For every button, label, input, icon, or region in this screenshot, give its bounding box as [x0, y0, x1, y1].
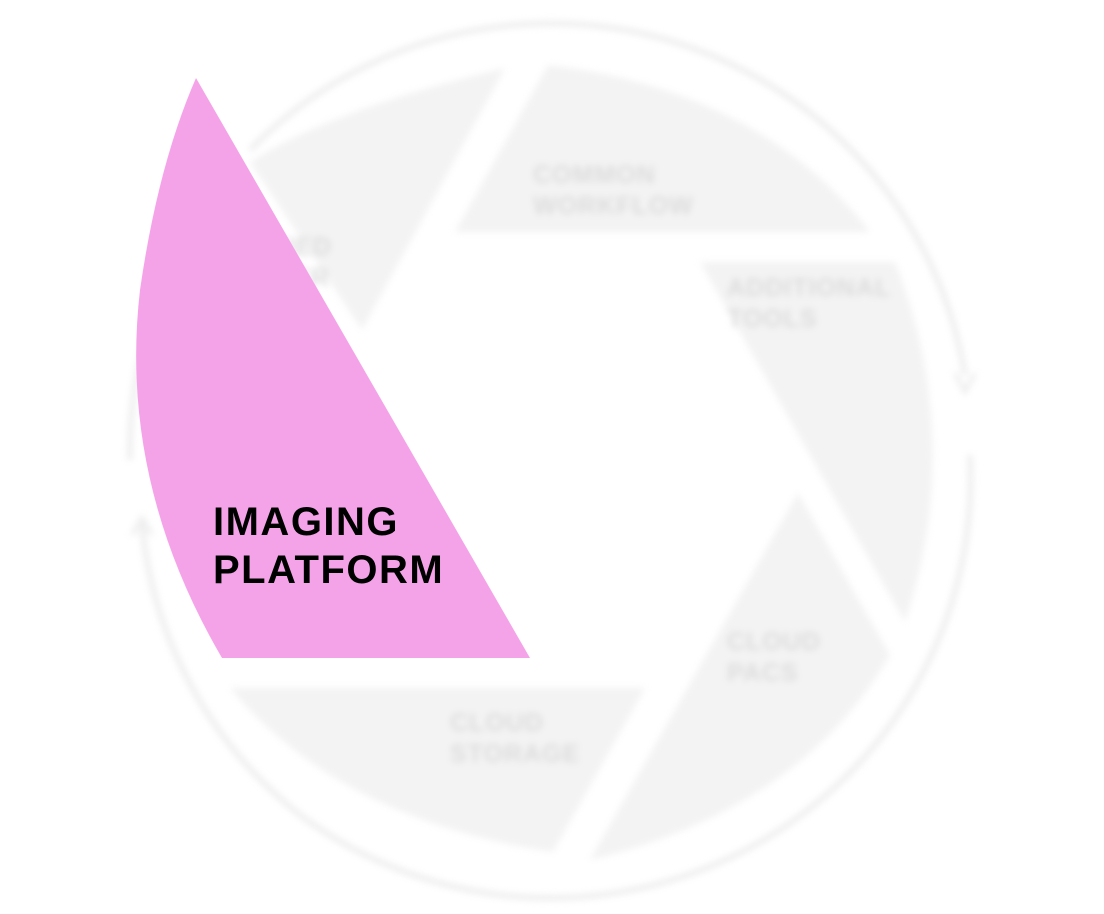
outer-ring-right	[298, 454, 974, 901]
label-line: WORKFLOW	[533, 192, 694, 220]
label-line: ADDITIONAL	[727, 274, 891, 302]
label-line: STORAGE	[450, 740, 580, 768]
label-imaging-platform: IMAGING PLATFORM	[213, 500, 444, 592]
label-line: PLATFORM	[213, 548, 444, 592]
segment-cloud-storage[interactable]	[230, 688, 645, 852]
segment-unified-viewer[interactable]	[250, 68, 505, 330]
background-layer: COMMON WORKFLOW ADDITIONAL TOOLS CLOUD P…	[127, 20, 977, 901]
segment-additional-tools[interactable]	[700, 262, 933, 622]
label-cloud-pacs: CLOUD PACS	[727, 628, 829, 687]
segment-cloud-pacs[interactable]	[590, 493, 890, 860]
label-cloud-storage: CLOUD STORAGE	[450, 709, 580, 768]
outer-ring-top-right	[248, 20, 968, 376]
active-segment-group[interactable]: IMAGING PLATFORM	[136, 78, 530, 658]
segment-common-workflow[interactable]	[455, 65, 870, 232]
label-line: IMAGING	[213, 500, 399, 544]
label-line: PACS	[727, 659, 799, 687]
label-common-workflow: COMMON WORKFLOW	[533, 161, 694, 220]
label-line: CLOUD	[727, 628, 821, 656]
outer-ring-left	[139, 524, 302, 817]
segment-imaging-platform[interactable]	[136, 78, 530, 658]
arrow-down-icon	[953, 372, 977, 397]
label-line: TOOLS	[727, 305, 818, 333]
label-additional-tools: ADDITIONAL TOOLS	[727, 274, 899, 333]
arrow-up-icon	[130, 514, 154, 537]
label-line: CLOUD	[450, 709, 544, 737]
label-line: COMMON	[533, 161, 656, 189]
